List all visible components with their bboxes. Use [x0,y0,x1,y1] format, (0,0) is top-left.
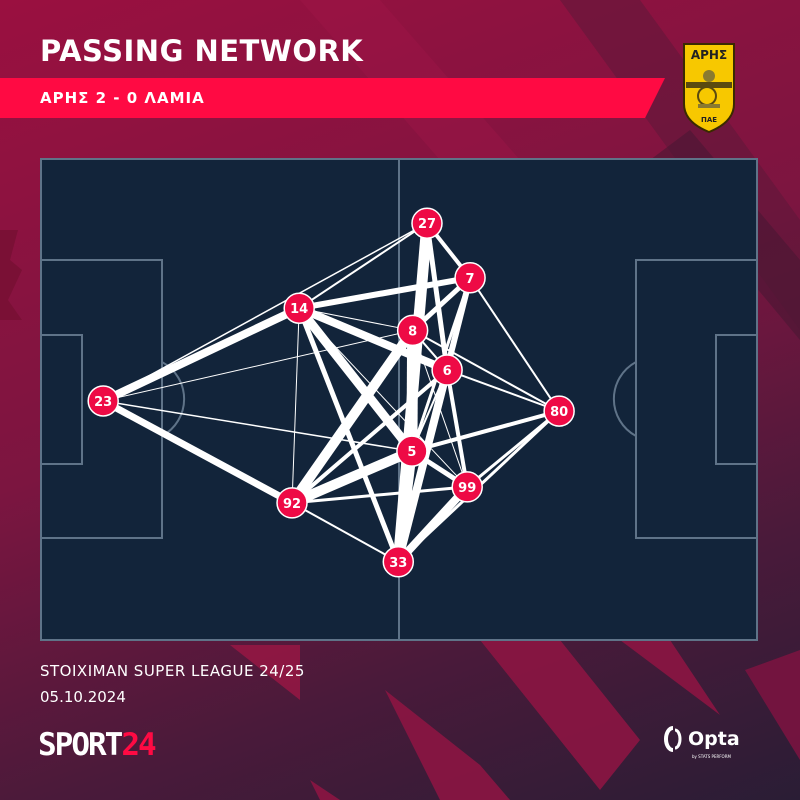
pass-link-27-6 [424,222,450,371]
pass-link-23-8 [103,329,413,402]
pass-link-92-33 [291,501,399,563]
left-goal-area [41,334,83,465]
pass-link-5-92 [290,446,414,508]
match-score: ΑΡΗΣ 2 - 0 ΛΑΜΙΑ [40,89,205,107]
player-number: 92 [283,497,301,512]
svg-text:ΠΑΕ: ΠΑΕ [701,116,717,124]
match-band [0,78,665,118]
player-number: 7 [466,272,475,287]
player-node-8: 8 [396,314,429,347]
player-number: 23 [94,395,112,410]
player-node-6: 6 [431,354,463,386]
pass-link-14-92 [291,308,300,503]
player-number: 99 [458,481,476,496]
pass-link-14-27 [298,222,428,310]
left-penalty-area [41,259,163,539]
right-penalty-area [635,259,757,539]
player-node-92: 92 [276,487,308,519]
player-node-5: 5 [396,435,428,467]
opta-logo: Opta by STATS PERFORM [664,726,740,759]
player-number: 6 [443,364,452,379]
pass-link-6-80 [446,369,560,413]
pass-link-27-8 [411,223,428,331]
pass-link-14-33 [296,307,401,563]
player-number: 80 [550,405,568,420]
opta-mark-icon [664,726,682,752]
aris-crest-logo: ΑΡΗΣ ΠΑΕ [683,43,735,134]
league-name: STOIXIMAN SUPER LEAGUE 24/25 [40,662,305,680]
pass-link-8-5 [406,330,419,452]
right-penalty-arc [612,361,637,437]
player-node-99: 99 [451,471,483,503]
player-number: 33 [389,556,407,571]
player-number: 8 [408,324,417,339]
right-goal-area [715,334,757,465]
pass-link-7-80 [469,277,560,412]
player-number: 27 [418,217,436,232]
player-node-33: 33 [382,546,415,578]
sport24-logo: SPORT24 [38,727,157,763]
svg-text:ΑΡΗΣ: ΑΡΗΣ [691,48,727,62]
pass-link-5-33 [393,450,417,563]
player-node-7: 7 [454,262,486,294]
pass-link-6-92 [290,368,449,505]
pass-link-23-92 [101,397,294,506]
pitch-network-chart: 23 14 27 7 8 6 80 5 99 92 33 [40,158,758,641]
player-node-27: 27 [411,207,443,239]
match-date: 05.10.2024 [40,688,126,706]
pass-link-14-5 [295,305,416,454]
player-node-23: 23 [87,385,119,417]
player-node-80: 80 [543,395,575,427]
pass-link-5-80 [411,409,560,454]
pass-link-92-99 [291,485,468,505]
pass-link-8-92 [287,327,417,506]
page-title: PASSING NETWORK [40,34,364,68]
pass-link-23-14 [101,304,301,405]
player-number: 14 [290,302,308,317]
pass-link-23-27 [102,222,428,402]
pass-link-8-80 [412,329,560,412]
pass-link-6-99 [445,369,470,488]
pass-link-14-7 [298,274,471,312]
player-node-14: 14 [283,292,315,324]
pass-link-99-80 [466,409,561,489]
player-number: 5 [407,445,416,460]
pass-link-14-99 [298,307,468,488]
